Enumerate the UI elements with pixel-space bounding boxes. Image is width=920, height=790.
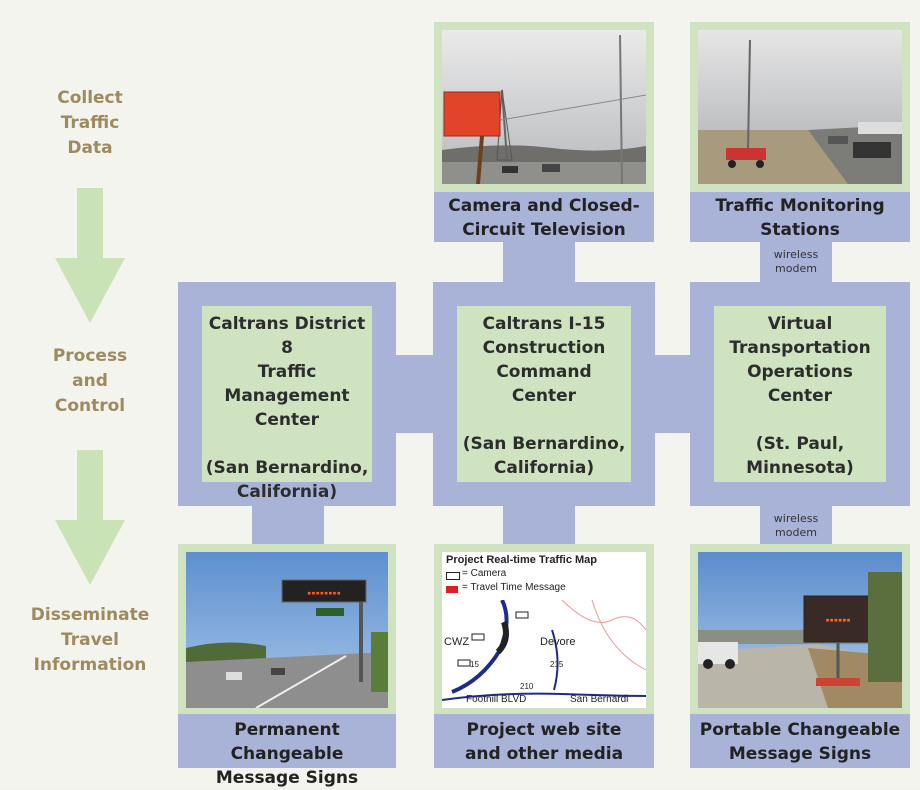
caption-line: Message Signs	[215, 768, 359, 788]
caption-line: Circuit Television	[462, 220, 626, 240]
center-line: Command	[496, 362, 592, 382]
connector-horizontal	[392, 355, 437, 433]
stage-process-line: Control	[54, 396, 126, 416]
camera-legend-icon	[446, 572, 460, 580]
stage-disseminate-line: Information	[33, 655, 147, 675]
connector-vertical	[760, 502, 832, 548]
center-district8: Caltrans District 8 Traffic Management C…	[202, 306, 372, 502]
portable-sign-photo-image: ▪▪▪▪▪▪	[698, 552, 902, 708]
map-label-210: 210	[520, 682, 534, 691]
camera-photo-image	[442, 30, 646, 184]
wireless-modem-line: modem	[775, 262, 817, 275]
center-line: Caltrans District 8	[208, 314, 366, 358]
traffic-map-frame: Project Real-time Traffic Map = Camera =…	[434, 544, 654, 716]
down-arrow-icon	[55, 450, 125, 585]
center-line: Virtual	[767, 314, 833, 334]
center-spacer	[202, 432, 372, 456]
caption-line: Portable Changeable	[699, 720, 901, 740]
map-legend-message: = Travel Time Message	[462, 582, 566, 593]
center-line: (San Bernardino,	[462, 434, 626, 454]
portable-sign-photo: ▪▪▪▪▪▪	[690, 544, 910, 716]
stage-process-line: Process	[52, 346, 128, 366]
connector-vertical	[760, 240, 832, 286]
map-label-san-bernardino: San Bernardi	[570, 694, 629, 705]
monitoring-photo	[690, 22, 910, 192]
permanent-sign-photo-image: ▪▪▪▪▪▪▪▪	[186, 552, 388, 708]
connector-vertical	[252, 502, 324, 548]
center-line: Construction	[482, 338, 606, 358]
caption-portable: Portable Changeable Message Signs	[690, 714, 910, 768]
stage-disseminate-label: Disseminate Travel Information	[20, 603, 160, 678]
stage-collect-line: Collect	[57, 88, 123, 108]
map-roads	[442, 600, 646, 701]
stage-collect-label: Collect Traffic Data	[20, 86, 160, 161]
down-arrow-icon	[55, 188, 125, 323]
caption-line: and other media	[464, 744, 624, 764]
permanent-sign-photo: ▪▪▪▪▪▪▪▪	[178, 544, 396, 716]
center-line: Center	[254, 410, 320, 430]
stage-disseminate-line: Travel	[60, 630, 120, 650]
center-line: (St. Paul,	[755, 434, 845, 454]
wireless-modem-line: wireless	[773, 512, 819, 525]
center-spacer	[457, 408, 631, 432]
wireless-modem-label: wireless modem	[760, 512, 832, 540]
center-i15: Caltrans I-15 Construction Command Cente…	[457, 306, 631, 482]
connector-vertical	[503, 502, 575, 548]
map-title: Project Real-time Traffic Map	[446, 554, 597, 566]
message-legend-icon	[446, 586, 458, 593]
center-line: Center	[767, 386, 833, 406]
caption-website: Project web site and other media	[434, 714, 654, 768]
wireless-modem-line: wireless	[773, 248, 819, 261]
stage-process-label: Process and Control	[20, 344, 160, 419]
map-label-cwz: CWZ	[444, 636, 470, 648]
center-spacer	[714, 408, 886, 432]
center-line: Caltrans I-15	[482, 314, 606, 334]
caption-line: Project web site	[466, 720, 622, 740]
center-line: California)	[493, 458, 595, 478]
caption-line: Stations	[760, 220, 840, 240]
connector-horizontal	[651, 355, 694, 433]
caption-line: Message Signs	[728, 744, 872, 764]
caption-camera: Camera and Closed- Circuit Television	[434, 192, 654, 242]
stage-collect-line: Traffic	[60, 113, 120, 133]
caption-line: Camera and Closed-	[448, 196, 640, 216]
monitoring-photo-image	[698, 30, 902, 184]
center-line: Management	[224, 386, 350, 406]
map-label-215: 215	[550, 660, 564, 669]
caption-monitoring: Traffic Monitoring Stations	[690, 192, 910, 242]
wireless-modem-line: modem	[775, 526, 817, 539]
center-virtual: Virtual Transportation Operations Center…	[714, 306, 886, 482]
camera-photo	[434, 22, 654, 192]
traffic-map: Project Real-time Traffic Map = Camera =…	[442, 552, 646, 708]
center-line: Center	[511, 386, 577, 406]
svg-text:▪▪▪▪▪▪▪▪: ▪▪▪▪▪▪▪▪	[307, 589, 341, 597]
svg-text:▪▪▪▪▪▪: ▪▪▪▪▪▪	[825, 616, 850, 624]
map-label-foothill: Foothill BLVD	[466, 694, 527, 705]
center-line: Minnesota)	[746, 458, 854, 478]
caption-permanent: Permanent Changeable Message Signs	[178, 714, 396, 788]
center-line: Operations	[747, 362, 853, 382]
center-line: Transportation	[729, 338, 871, 358]
stage-process-line: and	[72, 371, 108, 391]
wireless-modem-label: wireless modem	[760, 248, 832, 276]
stage-collect-line: Data	[67, 138, 113, 158]
center-line: California)	[236, 482, 338, 502]
map-label-devore: Devore	[540, 636, 576, 648]
center-line: Traffic	[257, 362, 317, 382]
center-line: (San Bernardino,	[205, 458, 369, 478]
caption-line: Traffic Monitoring	[715, 196, 885, 216]
map-label-15: 15	[470, 660, 479, 669]
stage-disseminate-line: Disseminate	[30, 605, 150, 625]
map-legend-camera: = Camera	[462, 568, 507, 579]
connector-vertical	[503, 240, 575, 286]
caption-line: Permanent Changeable	[230, 720, 344, 764]
